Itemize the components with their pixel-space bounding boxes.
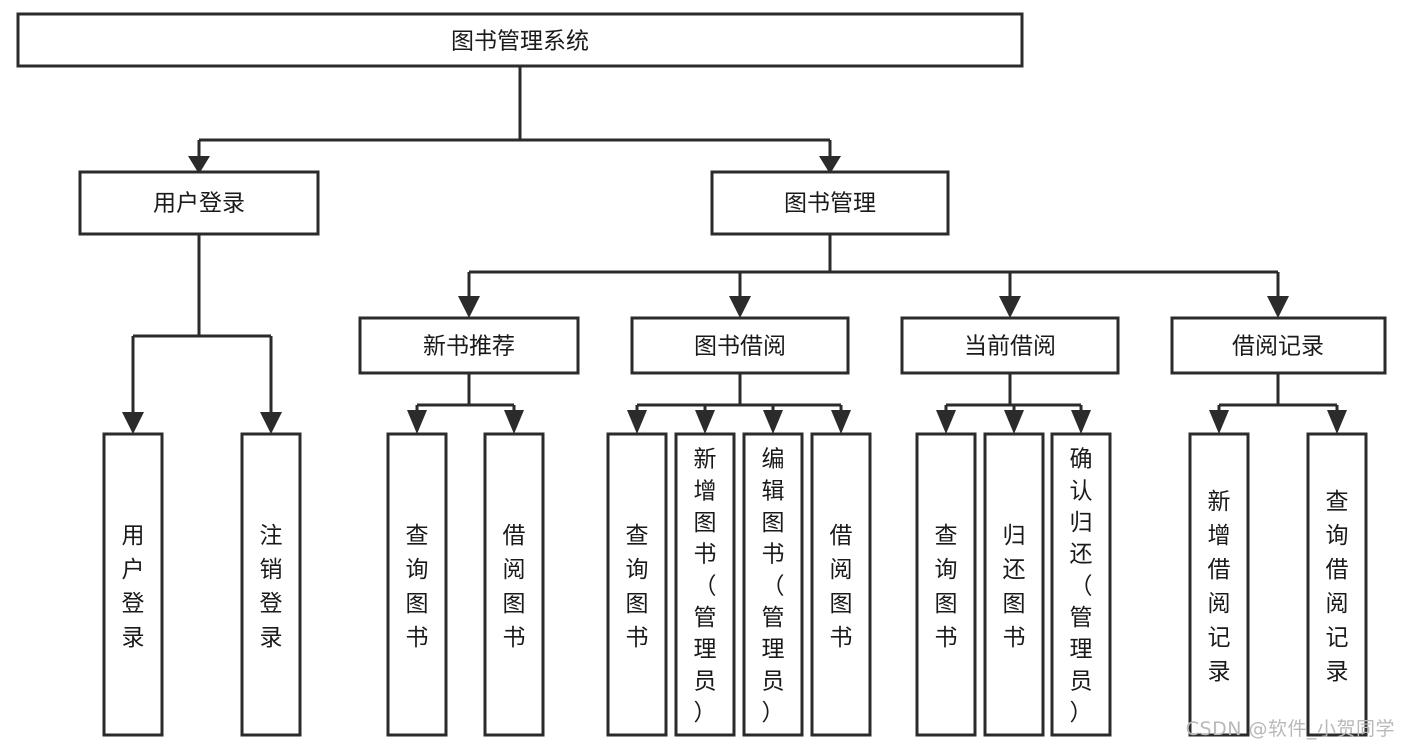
- node-add-book-admin[interactable]: 新增图书（管理员）: [674, 432, 736, 737]
- csdn-watermark: CSDN @软件_小贺同学: [1185, 718, 1395, 740]
- connector-user-login-children: [122, 234, 282, 434]
- node-query-borrow-record-label: 查询借阅记录: [1326, 489, 1349, 685]
- node-root[interactable]: 图书管理系统: [16, 12, 1024, 68]
- node-book-borrow-label: 图书借阅: [694, 334, 786, 360]
- node-user-logout-label: 注销登录: [260, 523, 283, 651]
- connector-book-borrow-children: [627, 373, 851, 434]
- arrow-to-new-book-recommend: [458, 296, 480, 318]
- node-book-borrow-box[interactable]: [630, 316, 850, 375]
- connector-book-management-children: [458, 234, 1289, 318]
- node-user-logout[interactable]: 注销登录: [240, 432, 302, 737]
- node-edit-book-admin[interactable]: 编辑图书（管理员）: [742, 432, 804, 737]
- arrow-to-query-book-cb: [936, 410, 956, 434]
- node-return-book-label: 归还图书: [1003, 523, 1026, 651]
- arrow-to-query-book-bb: [627, 410, 647, 434]
- node-confirm-return-admin-label: 确认归还（管理员）: [1070, 447, 1093, 726]
- node-query-book-nbr-label: 查询图书: [406, 523, 429, 651]
- node-query-book-bb[interactable]: 查询图书: [606, 432, 668, 737]
- arrow-to-add-book-admin: [695, 410, 715, 434]
- node-add-book-admin-box[interactable]: [674, 432, 736, 737]
- connectors-layer: [122, 66, 1347, 434]
- node-confirm-return-admin[interactable]: 确认归还（管理员）: [1050, 432, 1112, 737]
- node-borrow-book-bb-label: 借阅图书: [830, 523, 853, 651]
- arrow-to-current-borrow: [999, 296, 1021, 318]
- node-return-book-box[interactable]: [983, 432, 1045, 737]
- node-add-borrow-record-label: 新增借阅记录: [1208, 489, 1231, 685]
- node-add-borrow-record[interactable]: 新增借阅记录: [1188, 432, 1250, 737]
- node-user-login[interactable]: 用户登录: [78, 170, 320, 236]
- node-new-book-recommend-label: 新书推荐: [423, 334, 515, 360]
- node-user-login-action-label: 用户登录: [122, 523, 145, 651]
- node-edit-book-admin-label: 编辑图书（管理员）: [762, 447, 785, 726]
- node-add-book-admin-label: 新增图书（管理员）: [694, 447, 717, 726]
- node-add-borrow-record-box[interactable]: [1188, 432, 1250, 737]
- node-root-label: 图书管理系统: [451, 29, 589, 55]
- node-query-book-nbr[interactable]: 查询图书: [386, 432, 448, 737]
- arrow-to-return-book: [1004, 410, 1024, 434]
- node-book-borrow[interactable]: 图书借阅: [630, 316, 850, 375]
- node-book-management[interactable]: 图书管理: [710, 170, 950, 236]
- node-borrow-book-bb[interactable]: 借阅图书: [810, 432, 872, 737]
- node-query-book-bb-box[interactable]: [606, 432, 668, 737]
- node-confirm-return-admin-box[interactable]: [1050, 432, 1112, 737]
- arrow-to-confirm-return-admin: [1071, 410, 1091, 434]
- node-query-book-cb-label: 查询图书: [935, 523, 958, 651]
- arrow-to-borrow-book-nbr: [504, 410, 524, 434]
- arrow-to-book-borrow: [729, 296, 751, 318]
- node-borrow-record-label: 借阅记录: [1232, 334, 1324, 360]
- arrow-to-book-management: [819, 156, 841, 174]
- node-new-book-recommend[interactable]: 新书推荐: [358, 316, 580, 375]
- arrow-to-query-borrow-record: [1327, 410, 1347, 434]
- node-query-book-bb-label: 查询图书: [626, 523, 649, 651]
- node-borrow-book-nbr-box[interactable]: [483, 432, 545, 737]
- arrow-to-edit-book-admin: [763, 410, 783, 434]
- node-borrow-book-nbr[interactable]: 借阅图书: [483, 432, 545, 737]
- node-query-book-cb[interactable]: 查询图书: [915, 432, 977, 737]
- node-query-borrow-record-box[interactable]: [1306, 432, 1368, 737]
- node-user-logout-box[interactable]: [240, 432, 302, 737]
- node-borrow-record[interactable]: 借阅记录: [1170, 316, 1387, 375]
- node-edit-book-admin-box[interactable]: [742, 432, 804, 737]
- node-book-management-label: 图书管理: [784, 191, 876, 217]
- node-user-login-action-box[interactable]: [102, 432, 164, 737]
- node-query-borrow-record[interactable]: 查询借阅记录: [1306, 432, 1368, 737]
- arrow-to-borrow-record: [1267, 296, 1289, 318]
- node-user-login-box[interactable]: [78, 170, 320, 236]
- node-return-book[interactable]: 归还图书: [983, 432, 1045, 737]
- connector-root-to-level2: [188, 66, 841, 174]
- node-current-borrow-box[interactable]: [900, 316, 1120, 375]
- node-current-borrow-label: 当前借阅: [964, 334, 1056, 360]
- node-user-login-action[interactable]: 用户登录: [102, 432, 164, 737]
- node-borrow-record-box[interactable]: [1170, 316, 1387, 375]
- node-query-book-nbr-box[interactable]: [386, 432, 448, 737]
- node-query-book-cb-box[interactable]: [915, 432, 977, 737]
- arrow-to-add-borrow-record: [1209, 410, 1229, 434]
- connector-current-borrow-children: [936, 373, 1091, 434]
- node-root-box[interactable]: [16, 12, 1024, 68]
- node-borrow-book-nbr-label: 借阅图书: [503, 523, 526, 651]
- connector-borrow-record-children: [1209, 373, 1347, 434]
- node-new-book-recommend-box[interactable]: [358, 316, 580, 375]
- arrow-to-user-login: [188, 156, 210, 174]
- connector-new-book-recommend-children: [407, 373, 524, 434]
- arrow-to-query-book-nbr: [407, 410, 427, 434]
- node-book-management-box[interactable]: [710, 170, 950, 236]
- arrow-to-borrow-book-bb: [831, 410, 851, 434]
- node-current-borrow[interactable]: 当前借阅: [900, 316, 1120, 375]
- arrow-to-user-logout: [260, 412, 282, 434]
- node-user-login-label: 用户登录: [153, 191, 245, 217]
- node-borrow-book-bb-box[interactable]: [810, 432, 872, 737]
- arrow-to-user-login-action: [122, 412, 144, 434]
